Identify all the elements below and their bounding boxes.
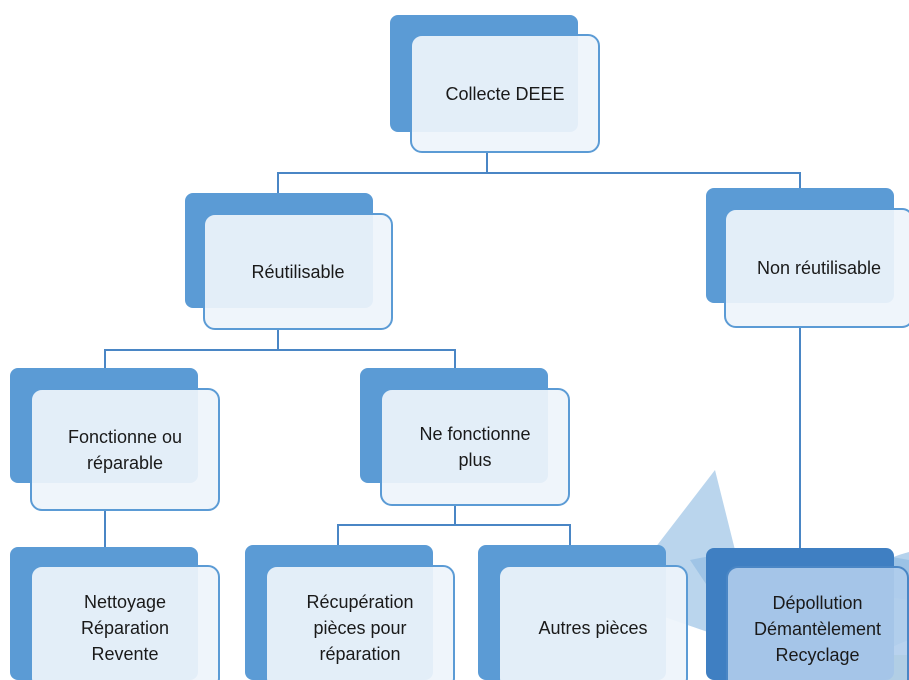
node-label: Collecte DEEE: [410, 34, 600, 153]
node-label: Ne fonctionne plus: [380, 388, 570, 506]
node-label-line: Ne fonctionne: [419, 424, 531, 444]
node-label-line: pièces pour: [313, 617, 407, 638]
connector-lines: [104, 153, 801, 548]
node-label-line: plus: [458, 450, 492, 470]
node-label-line: Revente: [91, 643, 159, 664]
node-label-line: Collecte DEEE: [445, 83, 565, 104]
node-label-line: Nettoyage: [83, 591, 167, 612]
node-label-line: réparation: [319, 643, 401, 664]
node-label-line: Non réutilisable: [756, 258, 882, 278]
node-label: Autres pièces: [498, 565, 688, 680]
node-label-line: Autres pièces: [538, 617, 648, 638]
node-label-line: Recyclage: [775, 644, 860, 665]
node-label-line: Récupération: [306, 591, 414, 612]
node-label: Réutilisable: [203, 213, 393, 330]
connector-notworking: [337, 506, 571, 545]
node-label-line: Réparation: [80, 617, 170, 638]
node-label-line: Fonctionne ou: [67, 426, 183, 447]
node-label-line: Démantèlement: [753, 618, 882, 639]
node-label: Récupération pièces pour réparation: [265, 565, 455, 680]
connector-root: [277, 153, 801, 193]
node-label-line: Réutilisable: [251, 261, 345, 282]
node-label-line: Dépollution: [772, 592, 863, 613]
node-label-line: réparable: [86, 452, 164, 473]
node-label: Non réutilisable: [724, 208, 909, 328]
connector-reusable: [104, 330, 456, 368]
node-label: Fonctionne ou réparable: [30, 388, 220, 511]
